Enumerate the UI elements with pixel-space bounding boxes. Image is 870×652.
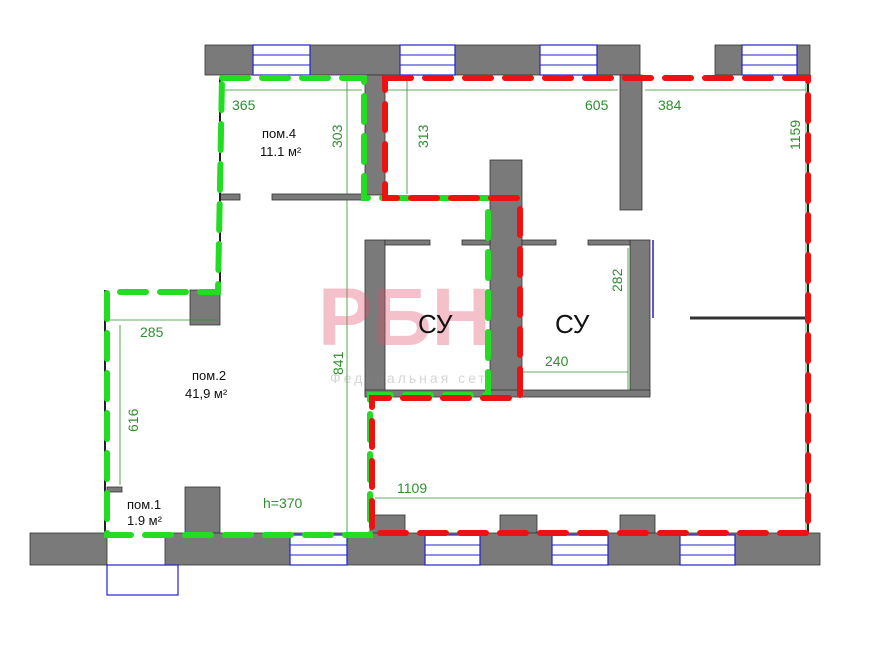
bathroom-2-label: СУ (555, 309, 590, 339)
room-2-name: пом.2 (192, 368, 226, 383)
dim-384: 384 (658, 97, 682, 113)
dim-841: 841 (330, 351, 346, 375)
dimension-labels: 365 303 313 605 384 1159 285 616 841 282… (125, 97, 803, 511)
dim-285: 285 (140, 324, 164, 340)
dim-282: 282 (609, 268, 625, 292)
entrance-step (106, 564, 179, 596)
room-labels: пом.4 11.1 м² пом.2 41,9 м² пом.1 1.9 м²… (127, 126, 590, 528)
ceiling-height: h=370 (263, 495, 303, 511)
room-1-area: 1.9 м² (127, 513, 163, 528)
room-4-name: пом.4 (262, 126, 296, 141)
dim-1109: 1109 (397, 480, 427, 496)
dim-365: 365 (232, 97, 256, 113)
watermark: РБН Федеральная сеть (318, 272, 498, 386)
watermark-logo: РБН (318, 272, 491, 363)
room-1-name: пом.1 (127, 497, 161, 512)
red-zone-outline (369, 75, 811, 536)
dim-303: 303 (329, 124, 345, 148)
dim-313: 313 (415, 124, 431, 148)
dim-240: 240 (545, 353, 569, 369)
watermark-subtitle: Федеральная сеть (330, 370, 498, 386)
bathroom-1-label: СУ (418, 309, 453, 339)
dim-605: 605 (585, 97, 609, 113)
dim-1159: 1159 (787, 120, 803, 150)
dim-616: 616 (125, 408, 141, 432)
room-2-area: 41,9 м² (185, 386, 228, 401)
room-4-area: 11.1 м² (260, 144, 302, 159)
